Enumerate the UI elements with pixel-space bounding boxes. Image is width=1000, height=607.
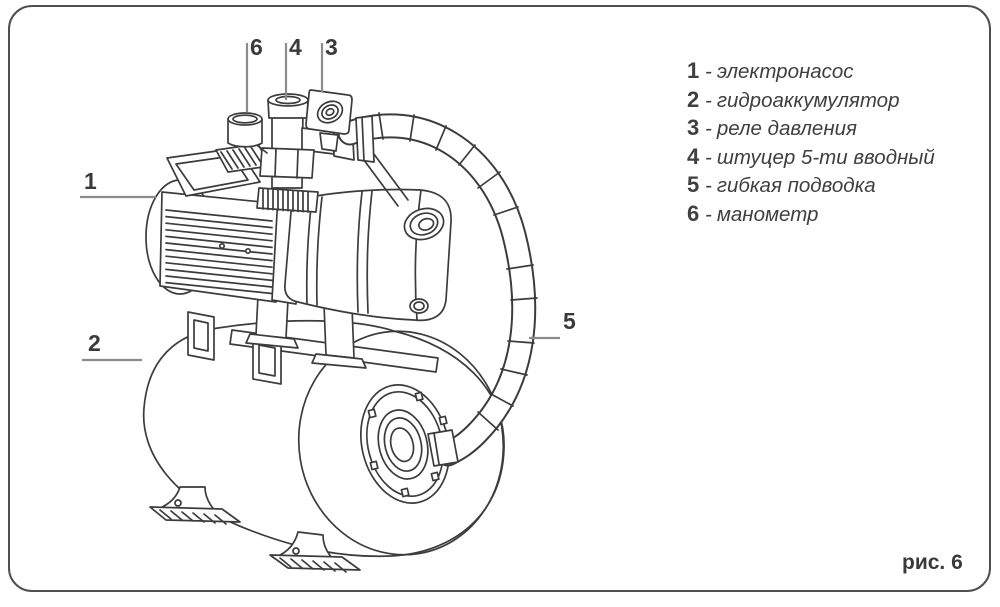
legend-dash: - [705,202,712,226]
legend-item-2: 2-гидроаккумулятор [687,86,935,115]
legend-dash: - [705,88,712,112]
tank-flange [359,384,451,504]
tank-feet [149,486,361,573]
legend-item-3: 3-реле давления [687,114,935,143]
legend-num: 5 [687,172,700,197]
legend-num: 1 [687,58,700,83]
legend-num: 4 [687,143,700,169]
callout-6: 6 [250,34,263,60]
legend-dash: - [705,174,712,197]
figure-caption: рис. 6 [902,551,963,574]
legend-item-6: 6-манометр [687,200,935,229]
legend-label: реле давления [716,117,857,140]
callout-5: 5 [563,308,576,334]
legend-num: 6 [687,200,700,226]
callout-2: 2 [88,330,101,356]
legend-item-5: 5-гибкая подводка [687,171,935,200]
pressure-switch-shape [305,89,353,152]
legend-dash: - [705,117,712,140]
callout-4: 4 [289,34,302,60]
hose-shape [337,112,538,467]
callout-1: 1 [84,168,97,194]
legend-label: манометр [716,202,819,226]
legend-item-4: 4-штуцер 5-ти вводный [687,143,935,172]
legend-label: электронасос [716,60,854,83]
legend-label: штуцер 5-ти вводный [716,145,935,169]
figure-border [8,5,991,592]
gauge-shape [227,112,268,154]
legend-dash: - [705,60,712,83]
legend-num: 3 [687,115,700,140]
legend-num: 2 [687,86,700,112]
parts-legend: 1-электронасос 2-гидроаккумулятор 3-реле… [687,57,935,228]
legend-label: гидроаккумулятор [716,88,900,112]
pump-head-shape [284,145,452,322]
legend-item-1: 1-электронасос [687,57,935,86]
legend-dash: - [705,145,712,169]
leader-lines [80,43,560,362]
tank-bracket [187,295,439,385]
legend-label: гибкая подводка [716,174,876,197]
callout-3: 3 [325,34,338,60]
